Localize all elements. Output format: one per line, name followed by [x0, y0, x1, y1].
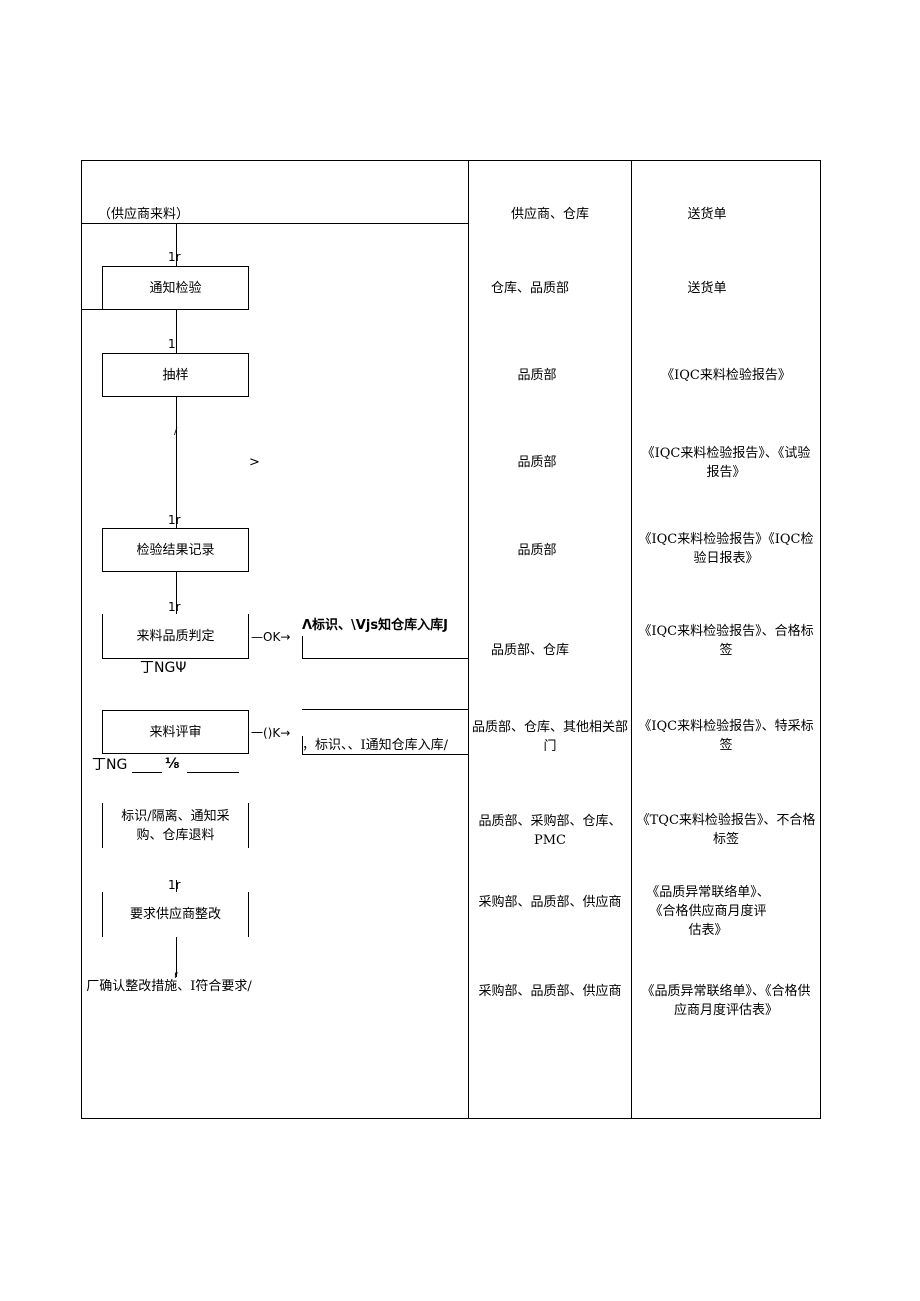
- step-material-review: 来料评审: [102, 710, 249, 754]
- step-record-result: 检验结果记录: [102, 528, 249, 572]
- step-confirm-rectification: 厂确认整改措施、I符合要求/: [86, 979, 252, 994]
- step-mark: 1: [168, 337, 176, 351]
- step-sampling-label: 抽样: [162, 367, 189, 383]
- dept-row: 品质部、仓库: [490, 643, 569, 658]
- doc-row: 《IQC来料检验报告》、合格标签: [638, 624, 814, 658]
- start-divider: [81, 223, 468, 224]
- step-judge-label: 来料品质判定: [136, 628, 215, 644]
- dept-row: 品质部: [517, 368, 557, 383]
- step-record-label: 检验结果记录: [136, 542, 215, 558]
- arrow-mark: >: [249, 455, 260, 470]
- step-mark: r: [174, 970, 179, 981]
- step-mark: 1r: [168, 600, 181, 614]
- step-review-label: 来料评审: [149, 724, 202, 740]
- review-ng-label: 丁NG: [92, 757, 128, 773]
- dept-row: 采购部、品质部、供应商: [478, 984, 622, 999]
- doc-row: 《品质异常联络单》、《合格供应商月度评估表》: [641, 984, 811, 1018]
- doc-row: 《IQC来料检验报告》、《试验报告》: [641, 446, 811, 480]
- doc-row: 送货单: [687, 207, 727, 222]
- judge-ok-arrow: —OK→: [251, 630, 291, 644]
- step-mark: 1r: [168, 513, 181, 527]
- dept-row: 仓库、品质部: [490, 281, 569, 296]
- judge-ok-action: Λ标识、\Vjs知仓库入库J: [302, 618, 448, 633]
- dept-row: 供应商、仓库: [510, 207, 589, 222]
- column-divider-1: [468, 160, 469, 1119]
- review-ok-action: ，标识、、I通知仓库入库/: [302, 738, 449, 753]
- review-ng-line-2: [187, 772, 239, 773]
- connector-5: [176, 880, 177, 892]
- review-ok-bracket: [302, 736, 303, 755]
- dept-row: 品质部、仓库、其他相关部门: [471, 720, 628, 754]
- dept-row: 品质部: [517, 543, 557, 558]
- review-ok-underline: [302, 754, 468, 755]
- doc-row: 《品质异常联络单》、《合格供应商月度评估表》: [646, 885, 770, 938]
- doc-row: 《IQC来料检验报告》: [661, 368, 791, 383]
- step-rectify-label: 要求供应商整改: [129, 907, 221, 922]
- step-quality-judgment: 来料品质判定: [102, 614, 249, 659]
- process-table: [81, 160, 821, 1119]
- connector-4: [176, 572, 177, 614]
- doc-row: 《IQC来料检验报告》、特采标签: [638, 719, 814, 753]
- step-notify-label: 通知检验: [149, 280, 202, 296]
- step-notify-inspection: 通知检验: [102, 266, 249, 310]
- judge-ok-bracket: [302, 636, 303, 659]
- column-divider-2: [631, 160, 632, 1119]
- dept-row: 品质部、采购部、仓库、PMC: [478, 814, 622, 848]
- judge-ok-underline: [302, 658, 468, 659]
- step-isolate-return: 标识/隔离、通知采购、仓库退料: [102, 803, 249, 848]
- doc-row: 送货单: [687, 281, 727, 296]
- connector-3: [176, 396, 177, 528]
- review-topline: [302, 709, 468, 710]
- step-mark: 1r: [168, 250, 181, 264]
- step-reject-label: 标识/隔离、通知采购、仓库退料: [121, 808, 230, 843]
- doc-row: 《IQC来料检验报告》《IQC检验日报表》: [638, 532, 814, 566]
- connector-6: [176, 937, 177, 977]
- connector-2: [176, 309, 177, 353]
- notify-tail: [81, 309, 102, 310]
- step-mark: 1r: [168, 878, 181, 892]
- review-ng-mark: ⅛: [165, 756, 180, 772]
- judge-ng-label: 丁NGΨ: [140, 660, 187, 676]
- dept-row: 采购部、品质部、供应商: [478, 895, 622, 910]
- dept-row: 品质部: [517, 455, 557, 470]
- step-sampling: 抽样: [102, 353, 249, 397]
- review-ng-line-1: [132, 772, 162, 773]
- doc-row: 《TQC来料检验报告》、不合格标签: [636, 813, 816, 847]
- connector-1: [176, 224, 177, 266]
- flow-start: （供应商来料）: [98, 207, 190, 222]
- review-ok-arrow: 一()K→: [251, 726, 291, 740]
- step-supplier-rectify: 要求供应商整改: [102, 892, 249, 937]
- mid-mark: /: [174, 426, 178, 437]
